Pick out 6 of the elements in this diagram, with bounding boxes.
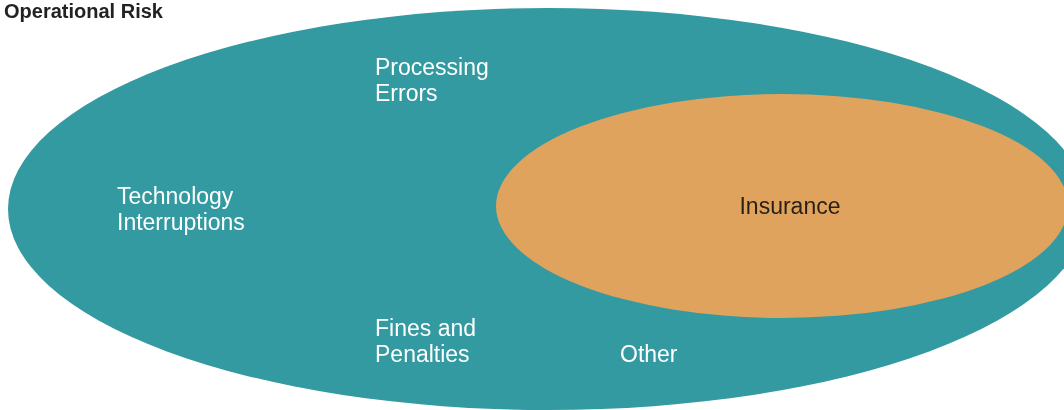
ellipse-label: Technology Interruptions (117, 183, 246, 235)
ellipse-label: Processing Errors (375, 54, 490, 106)
ellipse-label: Fines and Penalties (375, 315, 477, 367)
ellipse-label: Insurance (738, 193, 842, 219)
ellipse-label: Other (620, 341, 679, 367)
diagram-title: Operational Risk (4, 0, 163, 22)
